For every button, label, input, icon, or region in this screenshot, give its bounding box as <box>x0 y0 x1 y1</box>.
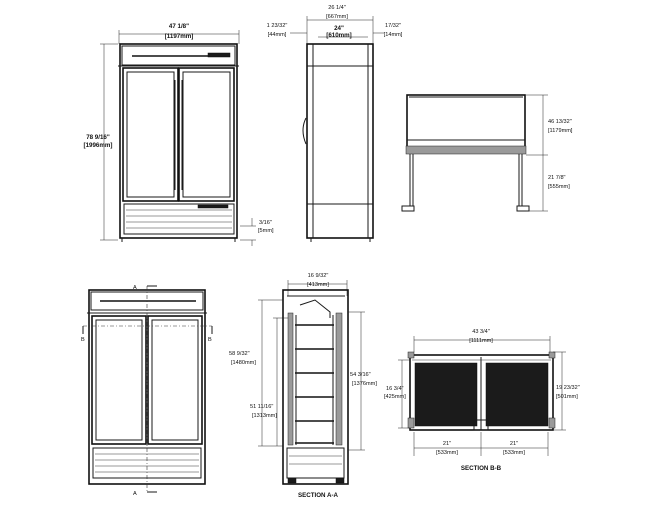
section-b-right-bay-imperial: 21" <box>510 441 518 447</box>
section-a-outline <box>282 289 349 485</box>
section-b-caption: SECTION B-B <box>461 465 502 472</box>
front-cabinet-outline <box>119 43 238 239</box>
side-cabinet-depth-metric: [610mm] <box>326 32 351 39</box>
section-a-outer-height-metric: [1480mm] <box>231 360 256 366</box>
top-total-depth-imperial: 46 13/32" <box>548 119 572 125</box>
base-gap-metric: [5mm] <box>258 228 274 234</box>
section-b-left-depth-imperial: 16 3/4" <box>386 386 404 392</box>
section-a-bottom-marker: A <box>133 491 137 497</box>
section-b-right-depth-imperial: 19 23/32" <box>556 385 580 391</box>
side-rear-metric: [14mm] <box>384 32 403 38</box>
section-b-width-imperial: 43 3/4" <box>472 329 490 335</box>
section-b-left-bay-metric: [533mm] <box>436 450 458 456</box>
side-cabinet-outline <box>306 43 374 239</box>
section-a-depth-imperial: 16 9/32" <box>308 273 329 279</box>
section-a-right-height-imperial: 54 3/16" <box>350 372 371 378</box>
front-width-metric: [1197mm] <box>165 33 194 40</box>
section-b-left-depth-metric: [425mm] <box>384 394 406 400</box>
section-b-left-bay-imperial: 21" <box>443 441 451 447</box>
section-a-caption: SECTION A-A <box>298 492 339 499</box>
top-open-depth-imperial: 21 7/8" <box>548 175 566 181</box>
front-view: 47 1/8" [1197mm] 78 9/16" [1996mm] <box>84 23 274 246</box>
section-a-outer-height-imperial: 58 9/32" <box>229 351 250 357</box>
side-door-imperial: 1 23/32" <box>267 23 288 29</box>
base-gap-imperial: 3/16" <box>259 220 272 226</box>
section-b-left-marker: B <box>81 337 85 343</box>
front2-left-door <box>91 315 147 445</box>
section-a-top-marker: A <box>133 285 137 291</box>
front-width-imperial: 47 1/8" <box>169 23 189 30</box>
front-height-imperial: 78 9/16" <box>86 134 110 141</box>
section-b-view: 43 3/4" [1111mm] 16 3/4" [425mm] 19 23/3… <box>384 329 580 472</box>
front2-right-door <box>147 315 203 445</box>
section-a-inner-height-metric: [1313mm] <box>252 413 277 419</box>
top-view: 46 13/32" [1179mm] 21 7/8" [555mm] <box>401 94 573 212</box>
section-a-view: 16 9/32" [413mm] 58 9/32" [1480mm] 51 11… <box>229 273 377 499</box>
side-view: 26 1/4" [667mm] 24" [610mm] 1 23/32" [44… <box>267 5 403 242</box>
front-view-sections: A A B B <box>81 285 213 497</box>
section-a-inner-height-imperial: 51 11/16" <box>250 404 273 410</box>
front-left-door <box>122 67 179 202</box>
section-b-right-bay-metric: [533mm] <box>503 450 525 456</box>
side-rear-imperial: 17/32" <box>385 23 401 29</box>
side-door-metric: [44mm] <box>268 32 287 38</box>
section-b-width-metric: [1111mm] <box>469 338 493 344</box>
top-total-depth-metric: [1179mm] <box>548 128 573 134</box>
side-overall-depth-metric: [667mm] <box>326 14 348 20</box>
front-right-door <box>178 67 235 202</box>
section-a-right-height-metric: [1376mm] <box>352 381 377 387</box>
top-open-depth-metric: [555mm] <box>548 184 570 190</box>
side-cabinet-depth-imperial: 24" <box>334 25 344 32</box>
section-b-right-marker: B <box>208 337 212 343</box>
section-a-depth-metric: [413mm] <box>307 282 329 288</box>
side-overall-depth-imperial: 26 1/4" <box>328 5 346 11</box>
section-b-right-depth-metric: [501mm] <box>556 394 578 400</box>
front-height-metric: [1996mm] <box>84 142 113 149</box>
